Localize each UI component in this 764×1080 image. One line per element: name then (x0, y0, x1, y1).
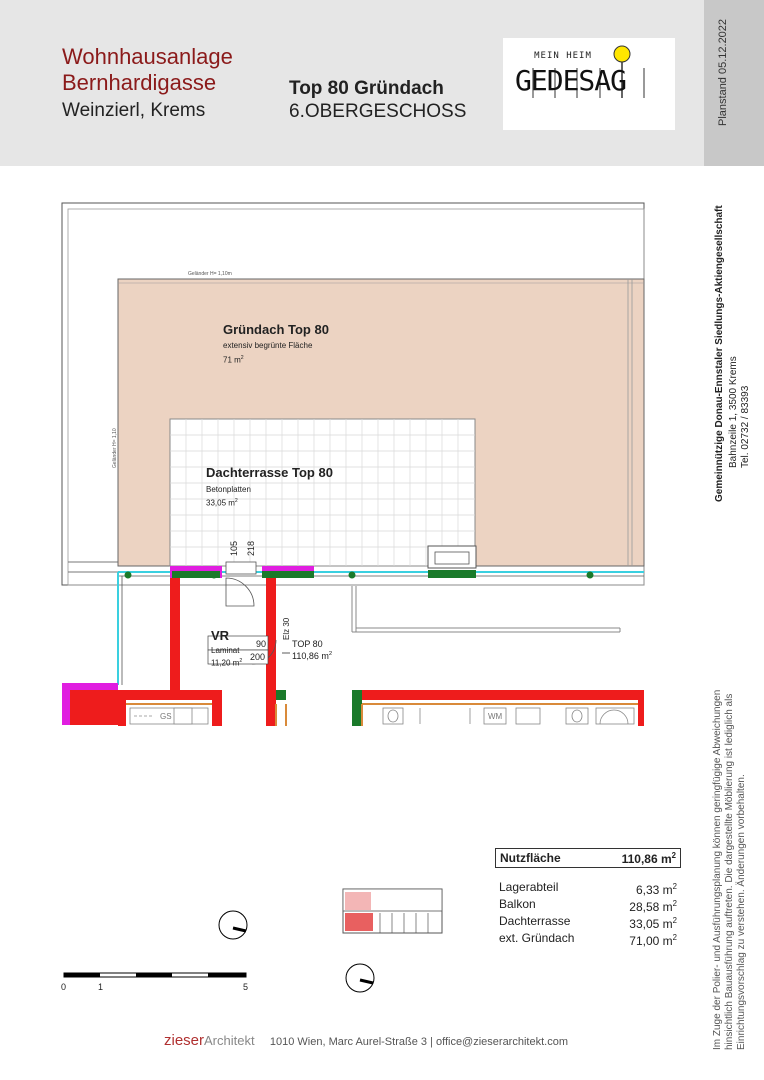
dim-label-200: 200 (250, 652, 266, 662)
top-unit-area: 110,86 m2 (292, 651, 333, 661)
dim-label-90: 90 (256, 639, 267, 649)
usable-area-label: Nutzfläche (500, 851, 561, 865)
dim-label-105: 105 (229, 540, 239, 556)
column-dot (586, 571, 594, 579)
wall-red-west (170, 578, 180, 690)
scale-bar (63, 972, 247, 978)
footer-brand-suffix: Architekt (204, 1033, 255, 1048)
toilet-fixture (382, 707, 404, 725)
washer-label: WM (488, 712, 503, 721)
gedesag-logo: MEIN HEIM GEDESAG (503, 38, 675, 130)
wall-red-lower-2 (352, 690, 644, 700)
project-location: Weinzierl, Krems (62, 100, 206, 121)
footer-brand: zieser (164, 1032, 205, 1049)
railing-label-left: Geländer H= 1,10 (112, 428, 118, 468)
washer-box (483, 707, 507, 725)
planstand-strip (704, 0, 764, 166)
dishwasher-label: GS (160, 712, 172, 721)
column-dot (348, 571, 356, 579)
wall-red-lower-1 (120, 690, 222, 700)
scale-label-1: 1 (98, 982, 104, 992)
wall-green-vent (428, 570, 476, 578)
scale-label-0: 0 (61, 982, 67, 992)
unit-title: Top 80 Gründach (289, 78, 444, 99)
project-name-line1: Wohnhausanlage (62, 44, 233, 69)
terrace-area: 33,05 m2 (206, 498, 238, 508)
project-title: Wohnhausanlage Bernhardigasse (62, 44, 233, 96)
area-table-header: Nutzfläche 110,86 m2 (495, 848, 681, 868)
dim-box-200 (207, 649, 269, 665)
room-vr-floor: Laminat (211, 646, 240, 655)
usable-area-value: 110,86 m2 (621, 850, 676, 866)
terrace-description: Betonplatten (206, 485, 251, 494)
room-vr-area: 11,20 m2 (211, 658, 243, 668)
north-arrow-icon (218, 910, 248, 940)
logo-tagline: MEIN HEIM (534, 51, 592, 61)
wall-red-east (266, 578, 276, 690)
column-dot (124, 571, 132, 579)
railing-label-top: Geländer H= 1,10m (188, 271, 232, 277)
logo-wordmark: GEDESAG (515, 64, 627, 97)
scale-label-5: 5 (243, 982, 249, 992)
room-vr-name: VR (211, 628, 230, 643)
column-dot (210, 571, 218, 579)
footer: zieserArchitekt 1010 Wien, Marc Aurel-St… (164, 1032, 568, 1049)
green-roof-area: 71 m2 (223, 355, 244, 365)
floor-title: 6.OBERGESCHOSS (289, 101, 467, 122)
terrace-title: Dachterrasse Top 80 (206, 465, 333, 480)
logo-graphic (532, 45, 645, 98)
footer-address: 1010 Wien, Marc Aurel-Straße 3 | office@… (269, 1036, 568, 1048)
project-name-line2: Bernhardigasse (62, 70, 217, 95)
elz-label: Elz 30 (282, 617, 291, 640)
terrace-area (169, 418, 476, 567)
green-roof-description: extensiv begrünte Fläche (223, 341, 313, 350)
north-arrow-icon (345, 963, 375, 993)
dim-label-218: 218 (246, 540, 256, 556)
terrace-door (225, 561, 257, 575)
top-unit-label: TOP 80 (292, 639, 323, 649)
key-plan (342, 888, 443, 934)
green-roof-title: Gründach Top 80 (223, 322, 329, 337)
